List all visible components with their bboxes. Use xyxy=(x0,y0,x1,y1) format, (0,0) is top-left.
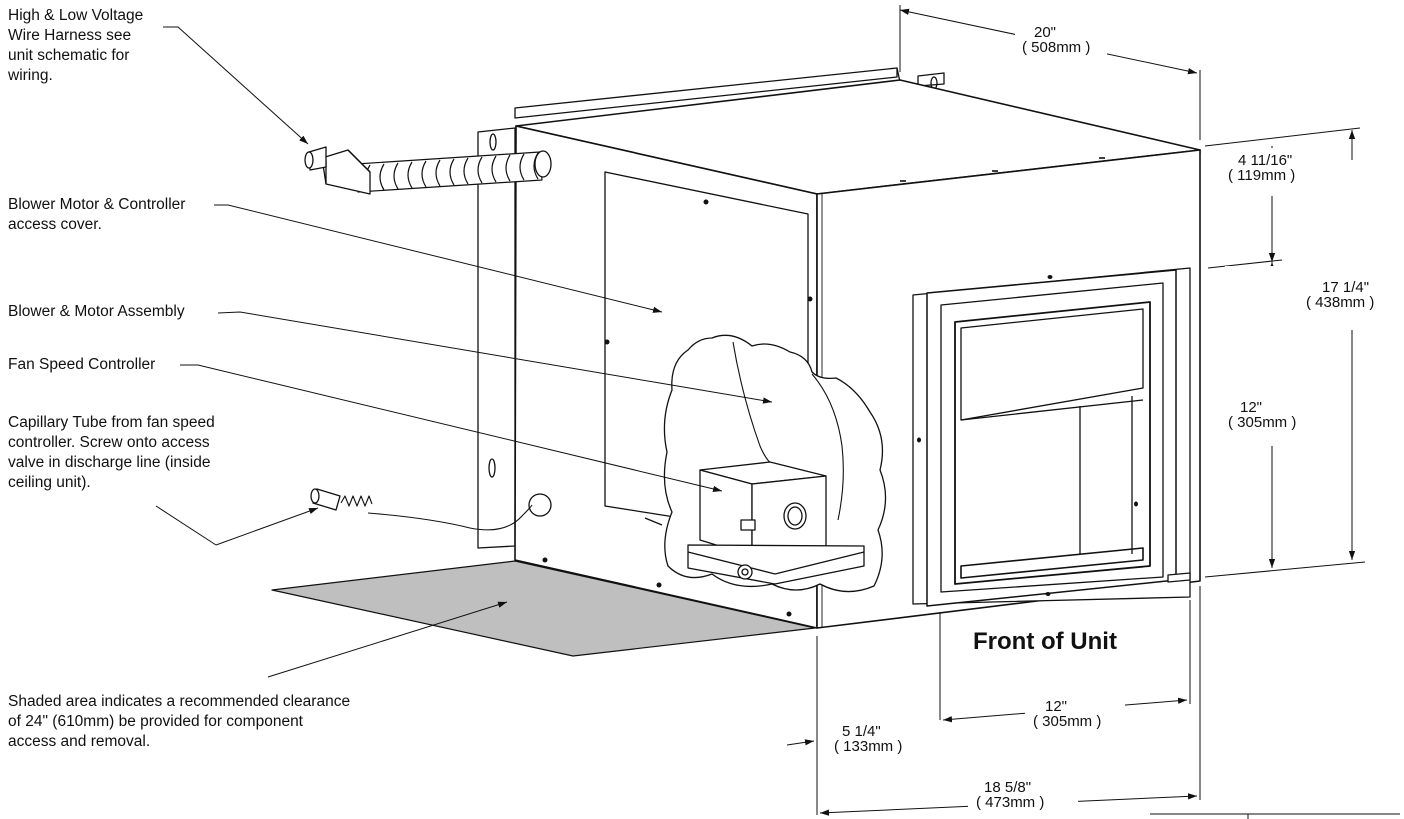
dim-top-offset: 4 11/16" ( 119mm ) xyxy=(1228,153,1295,183)
callout-capillary-tube: Capillary Tube from fan speed controller… xyxy=(8,413,215,493)
dim-metric: ( 119mm ) xyxy=(1228,167,1296,184)
callout-clearance-area: Shaded area indicates a recommended clea… xyxy=(8,692,350,752)
callout-line: Fan Speed Controller xyxy=(8,356,156,373)
callout-line: wiring. xyxy=(8,67,53,84)
capillary-fitting xyxy=(310,488,341,511)
callout-line: Blower & Motor Assembly xyxy=(8,303,185,320)
dim-metric: ( 438mm ) xyxy=(1306,294,1375,311)
callout-blower-assembly: Blower & Motor Assembly xyxy=(8,302,185,322)
callout-line: Capillary Tube from fan speed xyxy=(8,414,215,431)
callout-access-cover: Blower Motor & Controller access cover. xyxy=(8,195,185,235)
top-flange xyxy=(514,67,898,119)
dim-width: 18 5/8" ( 473mm ) xyxy=(976,780,1044,810)
callout-wire-harness: High & Low Voltage Wire Harness see unit… xyxy=(8,6,143,86)
callout-line: controller. Screw onto access xyxy=(8,434,210,451)
callout-line: access and removal. xyxy=(8,733,151,750)
callout-line: Blower Motor & Controller xyxy=(8,196,186,213)
callout-line: unit schematic for xyxy=(8,47,130,64)
front-of-unit-label: Front of Unit xyxy=(973,628,1117,655)
dim-imperial: 20" xyxy=(1034,24,1057,41)
callout-fan-speed-controller: Fan Speed Controller xyxy=(8,355,155,375)
dim-imperial: 5 1/4" xyxy=(842,723,881,740)
dim-imperial: 17 1/4" xyxy=(1322,279,1370,296)
capillary-tube xyxy=(367,504,533,531)
dim-imperial: 12" xyxy=(1240,399,1263,416)
callout-line: valve in discharge line (inside xyxy=(8,454,211,471)
dim-grille-height: 12" ( 305mm ) xyxy=(1228,400,1296,430)
dim-metric: ( 473mm ) xyxy=(976,794,1045,811)
callout-leaders xyxy=(163,26,773,678)
dim-metric: ( 305mm ) xyxy=(1033,713,1102,730)
dim-grille-width: 12" ( 305mm ) xyxy=(1033,699,1101,729)
dim-metric: ( 508mm ) xyxy=(1022,39,1091,56)
callout-line: High & Low Voltage xyxy=(8,7,144,24)
dim-side-offset: 5 1/4" ( 133mm ) xyxy=(834,724,902,754)
callout-line: Wire Harness see xyxy=(8,27,132,44)
callout-line: of 24" (610mm) be provided for component xyxy=(8,713,303,730)
callout-line: ceiling unit). xyxy=(8,474,91,491)
callout-line: access cover. xyxy=(8,216,102,233)
dim-metric: ( 305mm ) xyxy=(1228,414,1297,431)
callout-line: Shaded area indicates a recommended clea… xyxy=(8,693,351,710)
dim-imperial: 12" xyxy=(1045,698,1068,715)
dim-depth: 20" ( 508mm ) xyxy=(1022,25,1090,55)
left-flange xyxy=(477,127,516,549)
dim-metric: ( 133mm ) xyxy=(834,738,903,755)
dim-imperial: 18 5/8" xyxy=(984,779,1032,796)
wire-harness xyxy=(304,146,552,195)
dim-height: 17 1/4" ( 438mm ) xyxy=(1306,280,1374,310)
dim-imperial: 4 11/16" xyxy=(1238,152,1293,169)
